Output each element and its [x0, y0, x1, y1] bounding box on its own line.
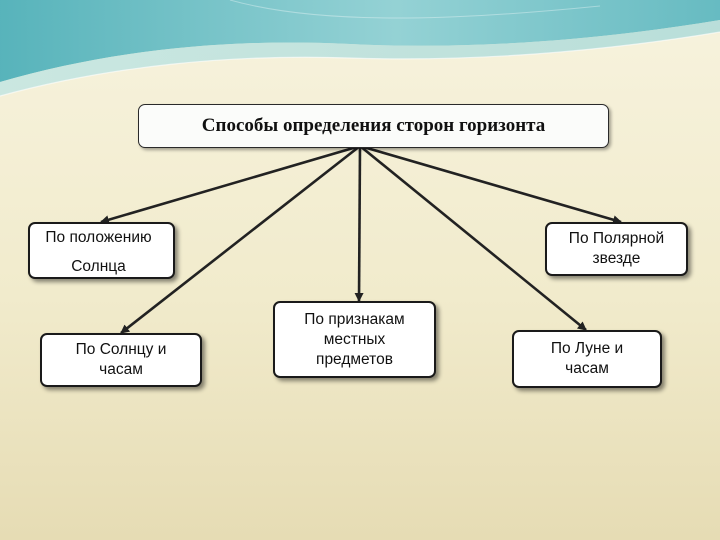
node-local-features-label: По признакам местных предметов — [304, 310, 405, 368]
node-sun-position: По положению Солнца — [28, 222, 175, 279]
node-polar-star-label: По Полярной звезде — [568, 230, 665, 267]
edge-to-local-features — [354, 145, 364, 302]
header-wave-decoration — [0, 0, 720, 97]
node-sun-position-label: По положению Солнца — [45, 228, 152, 275]
node-moon-and-clock: По Луне и часам — [512, 330, 662, 388]
edge-to-sun-position — [100, 144, 361, 225]
node-local-features: По признакам местных предметов — [273, 301, 436, 378]
node-sun-and-clock-label: По Солнцу и часам — [75, 341, 167, 378]
root-node-label: Способы определения сторон горизонта — [201, 115, 546, 136]
edge-to-moon-and-clock — [359, 144, 587, 332]
root-node: Способы определения сторон горизонта — [138, 104, 609, 148]
edge-to-sun-and-clock — [120, 144, 361, 335]
node-moon-and-clock-label: По Луне и часам — [550, 340, 624, 377]
node-sun-and-clock: По Солнцу и часам — [40, 333, 202, 387]
edge-to-polar-star — [359, 144, 622, 225]
node-polar-star: По Полярной звезде — [545, 222, 688, 276]
